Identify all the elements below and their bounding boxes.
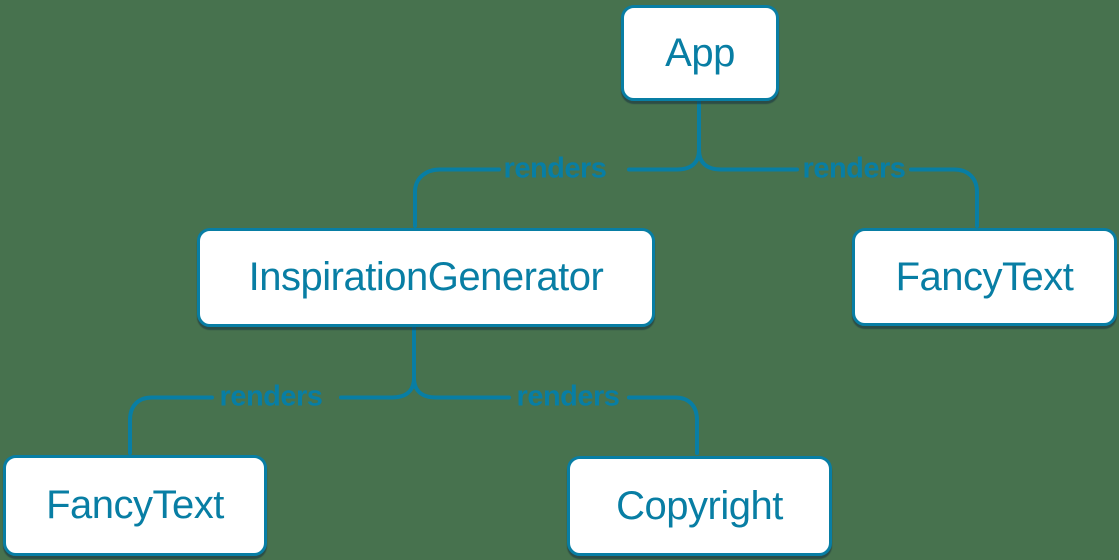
- node-fancy-text-right: FancyText: [852, 228, 1117, 326]
- node-app-label: App: [665, 30, 735, 75]
- node-inspiration-generator-label: InspirationGenerator: [248, 255, 604, 299]
- edge-label-app-fancy-text: renders: [802, 152, 906, 185]
- node-copyright-label: Copyright: [616, 483, 783, 528]
- node-inspiration-generator: InspirationGenerator: [197, 228, 655, 327]
- node-fancy-text-left: FancyText: [3, 455, 267, 556]
- edge-label-inspiration-generator-copyright: renders: [516, 380, 620, 413]
- edge-app-to-fancy-text: [697, 99, 979, 228]
- node-copyright: Copyright: [567, 456, 832, 556]
- edge-inspiration-generator-to-copyright: [412, 325, 699, 455]
- node-app: App: [621, 5, 779, 101]
- node-fancy-text-left-label: FancyText: [46, 483, 224, 527]
- edge-label-app-inspiration-generator: renders: [503, 152, 607, 185]
- edge-label-inspiration-generator-fancy-text: renders: [219, 380, 323, 413]
- node-fancy-text-right-label: FancyText: [895, 254, 1074, 299]
